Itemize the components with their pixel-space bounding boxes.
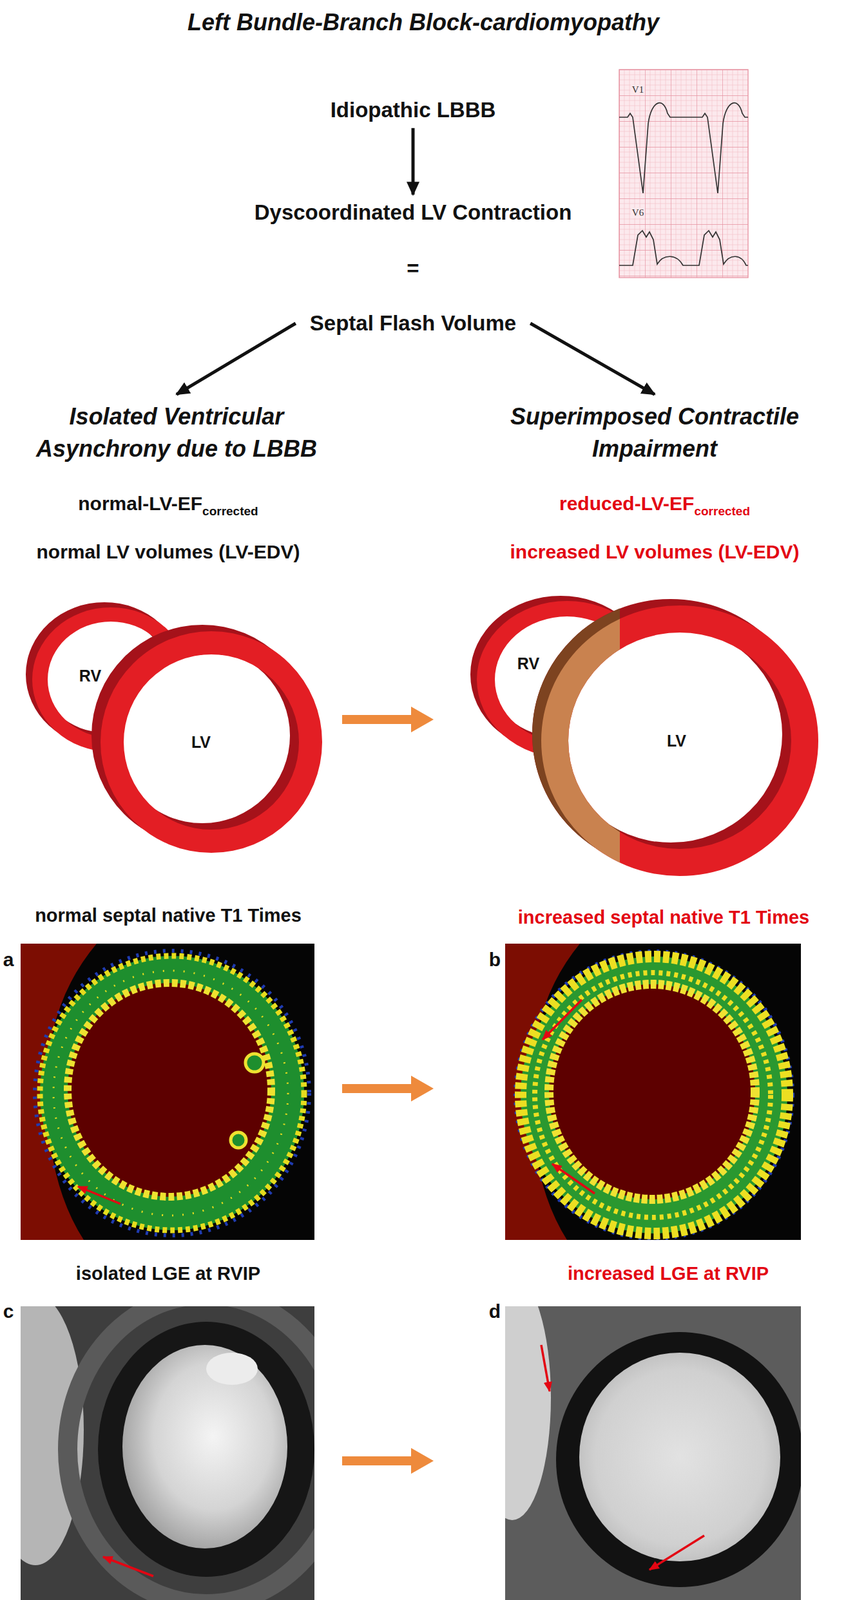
lv-ring: [100, 631, 323, 854]
lge-bright-spot: [206, 1353, 258, 1386]
chamber-label: RV: [517, 654, 540, 673]
pointer-arrow: [552, 1164, 595, 1194]
pointer-arrow: [541, 1345, 550, 1392]
label-line: V1: [630, 83, 645, 96]
pointer-arrow: [649, 1536, 705, 1571]
t1-speckle: [53, 970, 289, 1216]
flow-arrow: [530, 323, 655, 395]
t1-edge-speckle: [515, 951, 793, 1240]
finding-text: normal-LV-EF: [77, 492, 203, 515]
chamber-label: LV: [191, 733, 211, 752]
chamber-label: LV: [666, 731, 687, 750]
papillary-muscle: [230, 1132, 247, 1149]
lge-lv-cavity: [122, 1345, 288, 1549]
equals-sign: =: [406, 256, 419, 281]
transition-arrow: [342, 706, 434, 733]
node-text: Dyscoordinated LV Contraction: [254, 199, 573, 226]
lead-label: V1: [630, 84, 645, 95]
label-line: RV: [79, 666, 102, 686]
panel-letter: c: [3, 1300, 15, 1323]
figure-title: Left Bundle-Branch Block-cardiomyopathy: [187, 8, 660, 37]
panel-letter: a: [3, 949, 15, 971]
pointer-arrow: [103, 1557, 154, 1577]
node-text: Idiopathic LBBB: [330, 97, 497, 124]
label-line: increased LV volumes (LV-EDV): [509, 540, 799, 564]
t1-myocardium: [520, 956, 788, 1234]
flow-arrow: [411, 128, 415, 195]
node-text: Superimposed Contractile Impairment: [474, 400, 836, 465]
t1-map-ground: [505, 943, 801, 1241]
transition-arrow: [342, 1076, 434, 1102]
label-line: LV: [666, 731, 687, 751]
label-line: LV: [191, 732, 211, 752]
flow-step: Superimposed Contractile Impairment: [474, 400, 836, 465]
label-line: d: [489, 1300, 501, 1324]
label-line: reduced-LV-EFcorrected: [559, 492, 750, 516]
septum-segment: [541, 605, 620, 877]
panel-letter: d: [489, 1300, 501, 1323]
label-line: a: [3, 948, 15, 972]
ecg-strip: [619, 69, 749, 278]
label-line: isolated LGE at RVIP: [76, 1262, 261, 1286]
subscript-text: corrected: [693, 504, 750, 519]
chamber-label: RV: [79, 666, 102, 685]
t1-map-ground: [20, 943, 315, 1241]
flow-step: Isolated Ventricular Asynchrony due to L…: [2, 400, 351, 465]
lead-label: V6: [630, 207, 645, 218]
lge-tissue: [67, 1306, 315, 1600]
subscript-text: corrected: [202, 504, 259, 519]
finding-text: increased LGE at RVIP: [567, 1263, 769, 1285]
t1-edge-speckle: [34, 951, 310, 1236]
pointer-arrow: [542, 999, 582, 1040]
label-line: normal septal native T1 Times: [34, 904, 302, 928]
finding-text: isolated LGE at RVIP: [76, 1263, 261, 1285]
label-line: RV: [517, 653, 540, 674]
lge-myocardium: [556, 1332, 801, 1588]
finding-text: reduced-LV-EF: [559, 492, 694, 515]
t1-lv-cavity: [548, 984, 756, 1200]
label-line: increased LGE at RVIP: [567, 1262, 769, 1286]
node-text: Isolated Ventricular Asynchrony due to L…: [2, 400, 351, 465]
label-line: normal-LV-EFcorrected: [77, 492, 258, 516]
ecg-trace-v6: [619, 230, 749, 266]
node-text: Septal Flash Volume: [309, 310, 517, 337]
t1-lv-cavity: [67, 983, 272, 1198]
panel-letter: b: [489, 949, 501, 971]
transition-arrow: [342, 1448, 434, 1475]
ecg-trace-v1: [619, 103, 749, 194]
label-line: =: [406, 255, 419, 282]
t1-speckle: [534, 972, 771, 1218]
finding-text: increased LV volumes (LV-EDV): [509, 541, 799, 563]
label-line: c: [3, 1300, 15, 1324]
lge-myocardium: [97, 1322, 315, 1578]
pointer-arrow: [77, 1186, 121, 1205]
rv-blood-pool: [505, 1306, 551, 1521]
label-line: V6: [630, 206, 645, 219]
flow-step: Dyscoordinated LV Contraction: [254, 199, 573, 226]
flow-arrow: [176, 323, 296, 395]
finding-text: normal LV volumes (LV-EDV): [36, 541, 301, 563]
flow-step: Idiopathic LBBB: [330, 97, 497, 124]
label-line: normal LV volumes (LV-EDV): [36, 540, 301, 564]
label-line: b: [489, 948, 501, 972]
t1-myocardium: [39, 956, 305, 1231]
finding-text: increased septal native T1 Times: [518, 907, 810, 928]
lge-lv-cavity: [579, 1353, 781, 1562]
lv-ring: [541, 605, 819, 877]
flow-step: Septal Flash Volume: [309, 310, 517, 337]
label-line: increased septal native T1 Times: [518, 906, 810, 930]
papillary-muscle: [245, 1054, 264, 1073]
finding-text: normal septal native T1 Times: [34, 905, 302, 926]
